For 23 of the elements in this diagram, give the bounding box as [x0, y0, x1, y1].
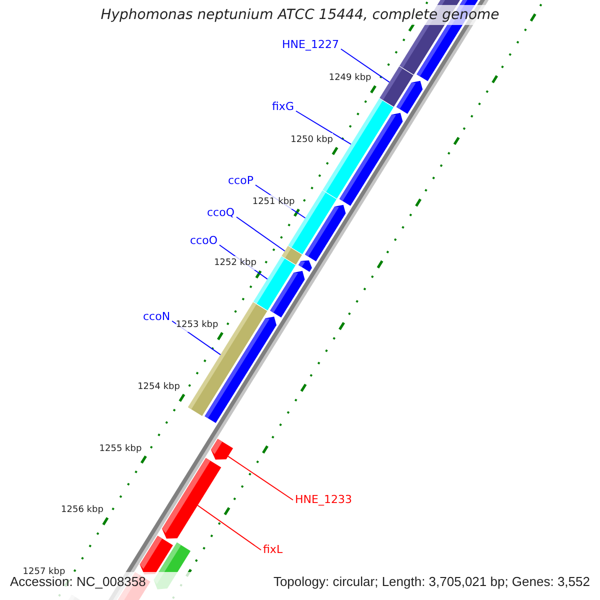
scale-label: 1252 kbp: [214, 256, 256, 270]
scale-label: 1254 kbp: [138, 380, 180, 394]
gene-label: ccoQ: [207, 206, 234, 220]
scale-label: 1255 kbp: [99, 442, 142, 456]
leader-line: [340, 48, 390, 83]
scale-label: 1253 kbp: [176, 318, 218, 332]
scale-label: 1251 kbp: [252, 194, 295, 209]
gene-label: HNE_1233: [295, 493, 352, 507]
gene-label: ccoP: [228, 174, 254, 188]
gene-feature: [210, 438, 234, 460]
leader-line: [197, 504, 262, 550]
leader-line: [236, 216, 286, 252]
gene-label: fixG: [272, 100, 294, 114]
gene-label: HNE_1227: [282, 38, 339, 52]
gene-label: ccoN: [143, 310, 170, 324]
gene-label: ccoO: [190, 234, 218, 248]
scale-label: 1257 kbp: [22, 564, 66, 579]
leader-line: [295, 110, 352, 145]
leader-line: [228, 456, 294, 500]
gene-feature: [162, 458, 222, 539]
gene-label: fixL: [263, 543, 283, 557]
scale-label: 1250 kbp: [290, 133, 333, 147]
genome-info-text: Topology: circular; Length: 3,705,021 bp; Genes: 3,552: [273, 575, 590, 589]
